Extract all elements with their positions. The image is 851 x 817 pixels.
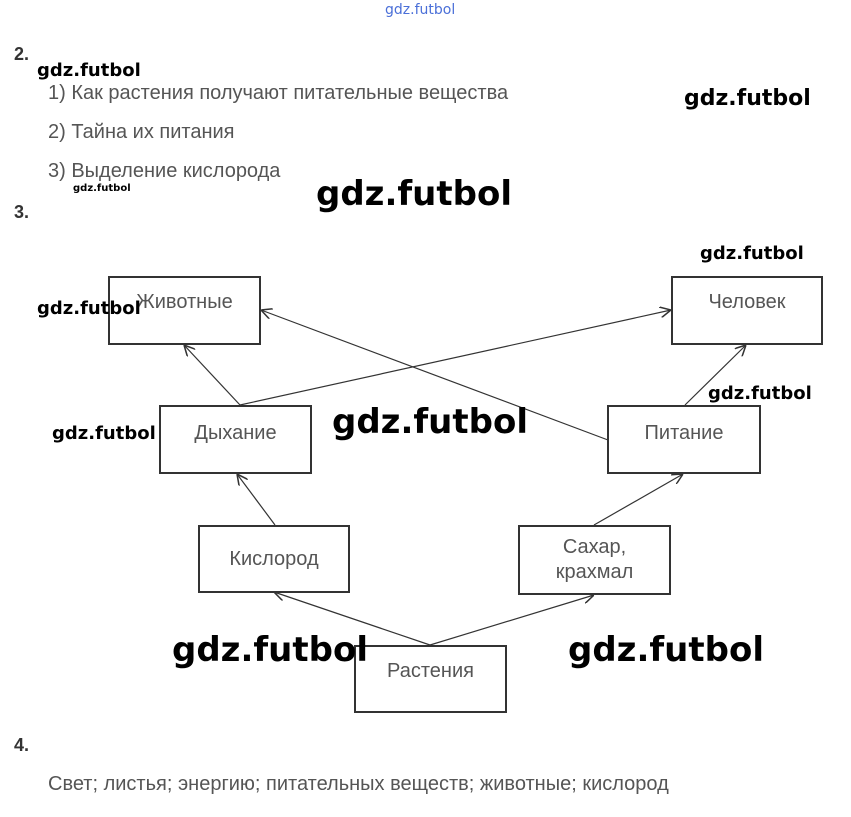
- task-2-number: 2.: [14, 44, 30, 64]
- watermark: gdz.futbol: [700, 243, 804, 264]
- watermark: gdz.futbol: [37, 60, 141, 81]
- box-breathing: Дыхание: [159, 405, 312, 474]
- arrow-nutrition-human: [684, 345, 746, 406]
- task-2-item-1: 1) Как растения получают питательные вещ…: [48, 82, 509, 104]
- box-animals: Животные: [108, 276, 261, 345]
- box-sugar-starch: Сахар, крахмал: [518, 525, 671, 595]
- arrow-plants-sugar: [429, 595, 594, 646]
- task-3-number: 3.: [14, 202, 30, 222]
- arrow-nutrition-animals: [261, 310, 609, 441]
- task-2-item-2: 2) Тайна их питания: [48, 121, 235, 143]
- box-nutrition: Питание: [607, 405, 761, 474]
- watermark: gdz.futbol: [708, 383, 812, 404]
- box-plants: Растения: [354, 645, 507, 713]
- arrow-breathing-human: [239, 310, 671, 406]
- watermark: gdz.futbol: [52, 423, 156, 444]
- watermark: gdz.futbol: [73, 183, 131, 194]
- task-4-number: 4.: [14, 735, 30, 755]
- arrow-sugar-nutrition: [593, 474, 683, 526]
- watermark: gdz.futbol: [172, 630, 368, 670]
- watermark: gdz.futbol: [316, 174, 512, 214]
- arrow-oxygen-breathing: [237, 474, 276, 526]
- arrow-plants-oxygen: [274, 592, 431, 646]
- task-4-answer: Свет; листья; энергию; питательных вещес…: [48, 773, 669, 795]
- task-2-item-3: 3) Выделение кислорода: [48, 160, 281, 182]
- watermark-top: gdz.futbol: [385, 2, 456, 18]
- watermark: gdz.futbol: [684, 86, 811, 111]
- box-human: Человек: [671, 276, 823, 345]
- box-oxygen: Кислород: [198, 525, 350, 593]
- watermark: gdz.futbol: [332, 402, 528, 442]
- arrow-breathing-animals: [184, 345, 241, 406]
- watermark: gdz.futbol: [37, 298, 141, 319]
- watermark: gdz.futbol: [568, 630, 764, 670]
